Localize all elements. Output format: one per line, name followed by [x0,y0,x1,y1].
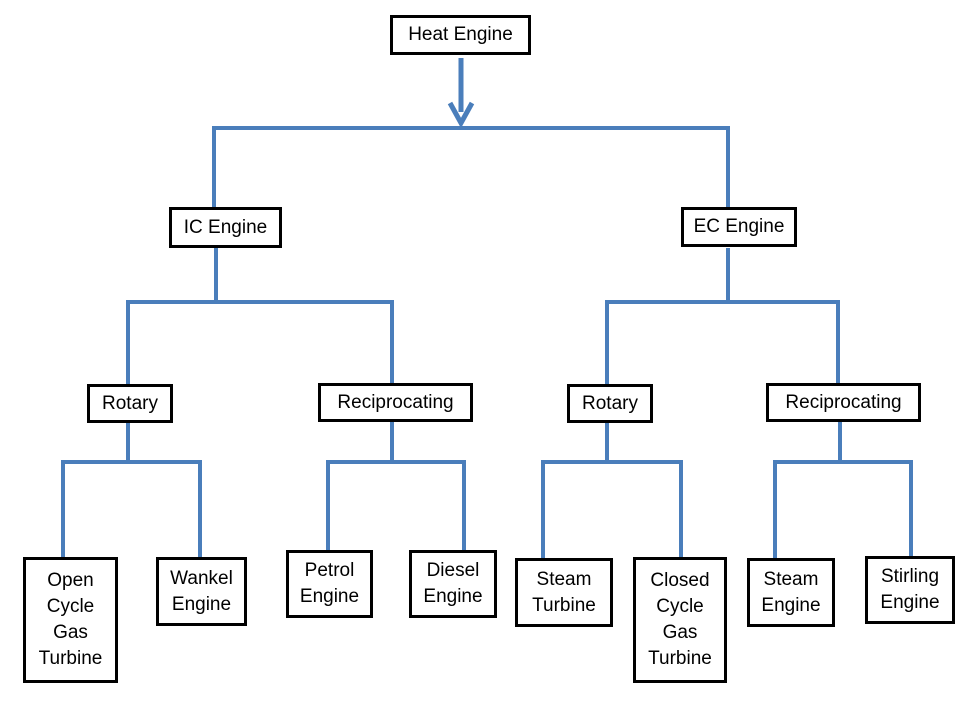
node-ic-engine: IC Engine [169,207,282,248]
connector-ic-split [126,300,394,384]
node-wankel-engine: Wankel Engine [156,557,247,626]
node-ic-reciprocating: Reciprocating [318,383,473,422]
down-arrow-icon [447,101,475,129]
node-open-cycle-gas-turbine: Open Cycle Gas Turbine [23,557,118,683]
node-petrol-engine: Petrol Engine [286,550,373,618]
connector-ec-rotary-split [541,460,683,558]
node-ic-rotary: Rotary [87,384,173,423]
node-ec-rotary: Rotary [567,384,653,423]
connector-ic-rotary-split [61,460,202,557]
node-steam-turbine: Steam Turbine [515,558,613,627]
node-ec-engine: EC Engine [681,207,797,247]
connector-ic-reciprocating-split [326,460,466,550]
node-stirling-engine: Stirling Engine [865,556,955,624]
node-diesel-engine: Diesel Engine [409,550,497,618]
connector-root-split [212,126,730,207]
node-steam-engine: Steam Engine [747,558,835,627]
node-ec-reciprocating: Reciprocating [766,383,921,422]
node-closed-cycle-gas-turbine: Closed Cycle Gas Turbine [633,557,727,683]
node-heat-engine: Heat Engine [390,15,531,55]
connector-ec-reciprocating-split [773,460,913,558]
connector-ec-split [605,300,840,384]
